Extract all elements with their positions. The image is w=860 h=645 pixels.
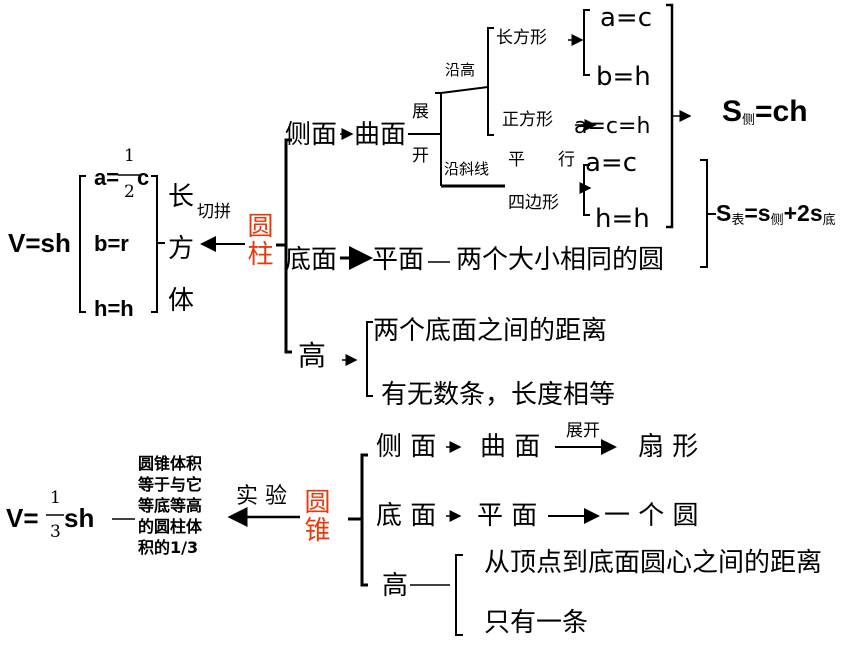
cone-curved-label: 曲 面 xyxy=(480,432,541,462)
rectangle-label: 长方形 xyxy=(496,28,547,48)
cone-frac-denominator: 3 xyxy=(50,522,61,542)
cuboid-fang: 方 xyxy=(168,234,195,264)
sector-label: 扇 形 xyxy=(638,432,699,462)
cylinder-title: 圆柱 xyxy=(243,212,273,268)
parallel-char2: 行 xyxy=(558,150,575,170)
cuboid-ti: 体 xyxy=(168,286,195,316)
cone-title: 圆锥 xyxy=(300,488,330,544)
note-line: 等底等高 xyxy=(138,496,203,515)
para-ac-formula: a=c xyxy=(585,148,638,178)
cone-volume-prefix: V= xyxy=(6,503,39,533)
along-height-label: 沿高 xyxy=(445,61,476,79)
cone-plane-label: 平 面 xyxy=(477,501,538,531)
note-line: 的圆柱体 xyxy=(138,517,203,536)
cylinder-base-label: 底面 xyxy=(285,245,338,275)
cone-base-label: 底 面 xyxy=(376,501,437,531)
cuboid-chang: 长 xyxy=(168,182,195,212)
cylinder-side-label: 侧面 xyxy=(285,120,338,150)
note-line: 积的1/3 xyxy=(138,538,199,557)
rect-ac-formula: a=c xyxy=(600,3,653,33)
cylinder-height-definition: 两个底面之间的距离 xyxy=(373,316,608,346)
cone-height-count: 只有一条 xyxy=(484,608,589,638)
rect-bh-formula: b=h xyxy=(596,62,651,92)
note-line: 圆锥体积 xyxy=(138,454,203,473)
dim-b-label: b=r xyxy=(94,231,129,256)
square-label: 正方形 xyxy=(502,110,553,130)
dim-frac-numerator: 1 xyxy=(124,146,135,166)
cone-volume-note: 圆锥体积 等于与它 等底等高 的圆柱体 积的1/3 xyxy=(138,453,248,558)
dim-a-label: a= xyxy=(94,165,120,190)
cone-side-label: 侧 面 xyxy=(376,432,437,462)
cylinder-volume-formula: V=sh xyxy=(8,228,71,258)
two-circles-label: 两个大小相同的圆 xyxy=(456,245,665,275)
experiment-label: 实 验 xyxy=(236,484,287,509)
cone-height-label: 高 xyxy=(382,571,409,601)
cylinder-unfold-char2: 开 xyxy=(412,146,429,166)
para-hh-formula: h=h xyxy=(595,204,650,234)
square-formula: a=c=h xyxy=(574,114,651,139)
dim-h-label: h=h xyxy=(94,296,134,321)
parallel-char1: 平 xyxy=(508,150,525,170)
cylinder-unfold-char1: 展 xyxy=(412,102,429,122)
cylinder-height-label: 高 xyxy=(298,339,327,372)
along-slant-label: 沿斜线 xyxy=(444,160,490,178)
note-line: 等于与它 xyxy=(138,475,203,494)
cut-rearrange-label: 切拼 xyxy=(197,202,231,222)
dim-c-label: c xyxy=(137,165,150,190)
one-circle-label: 一 个 圆 xyxy=(604,501,699,531)
lateral-area-formula: S侧=ch xyxy=(722,95,808,128)
cylinder-height-count: 有无数条，长度相等 xyxy=(381,380,616,410)
cone-height-definition: 从顶点到底面圆心之间的距离 xyxy=(484,548,823,578)
cylinder-plane-label: 平面 xyxy=(372,245,425,275)
cylinder-curved-label: 曲面 xyxy=(354,120,407,150)
cone-frac-numerator: 1 xyxy=(50,488,61,508)
dim-frac-denominator: 2 xyxy=(124,182,135,202)
surface-area-formula: S表=s侧+2s底 xyxy=(716,200,836,227)
cone-volume-sh: sh xyxy=(64,503,95,533)
cone-unfold-label: 展开 xyxy=(566,421,600,441)
quadrilateral-label: 四边形 xyxy=(508,193,559,213)
